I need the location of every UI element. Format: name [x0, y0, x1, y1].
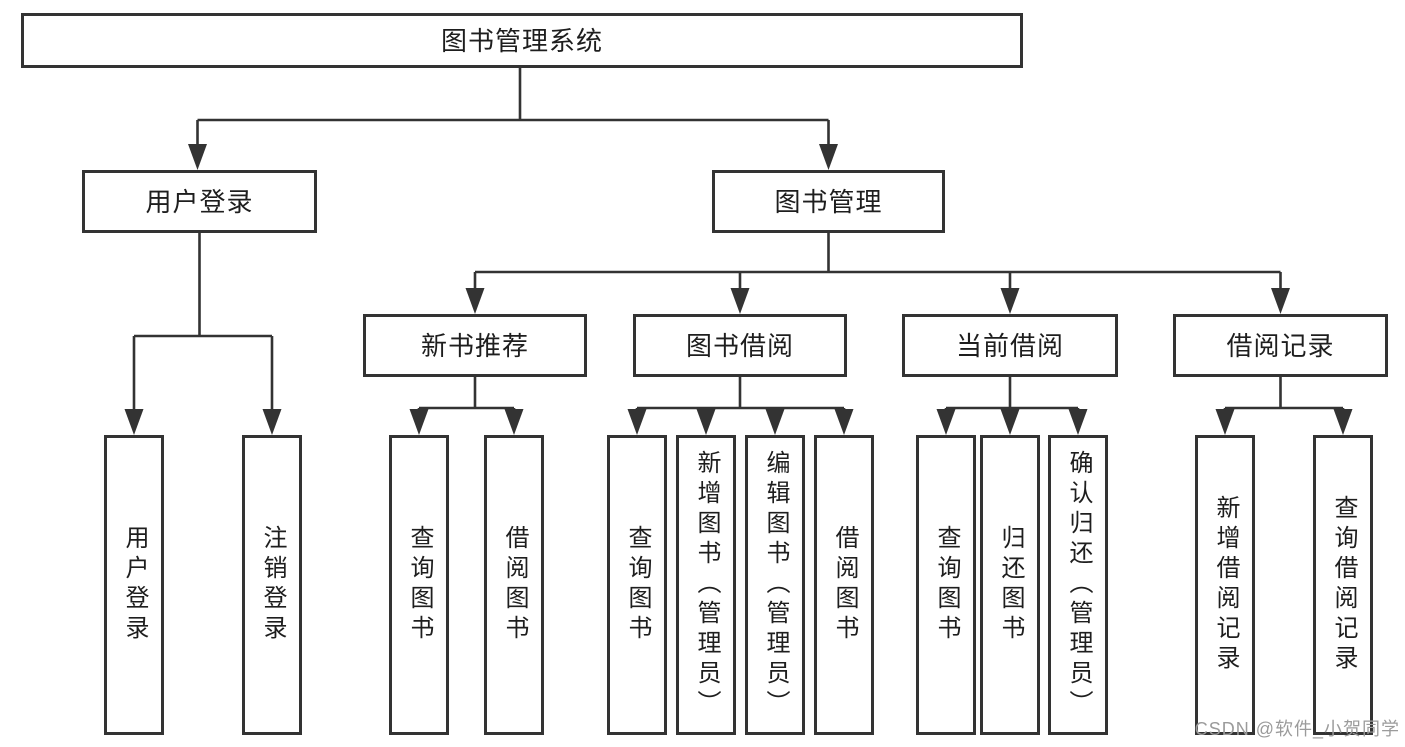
node-borrowing-records: 借阅记录	[1173, 314, 1388, 377]
node-label: 图书管理	[774, 186, 883, 217]
node-book-management: 图书管理	[712, 170, 945, 233]
node-book-borrowing: 图书借阅	[633, 314, 847, 377]
leaf-label: 归还图书	[997, 525, 1024, 645]
node-label: 新书推荐	[420, 330, 529, 361]
node-label: 图书管理系统	[440, 25, 603, 56]
leaf-label: 借阅图书	[501, 525, 528, 645]
leaf-label: 查询图书	[406, 525, 433, 645]
node-new-book-recommend: 新书推荐	[363, 314, 587, 377]
node-label: 借阅记录	[1226, 330, 1335, 361]
leaf-logout: 注销登录	[242, 435, 302, 735]
leaf-query-books-borrowing: 查询图书	[607, 435, 667, 735]
csdn-watermark: CSDN @软件_小贺同学	[1194, 719, 1400, 739]
leaf-user-login: 用户登录	[104, 435, 164, 735]
node-label: 当前借阅	[955, 330, 1064, 361]
leaf-edit-books-admin: 编辑图书（管理员）	[745, 435, 805, 735]
leaf-label: 编辑图书（管理员）	[762, 450, 789, 720]
node-label: 图书借阅	[685, 330, 794, 361]
leaf-borrow-books-borrowing: 借阅图书	[814, 435, 874, 735]
node-user-login: 用户登录	[82, 170, 317, 233]
leaf-label: 借阅图书	[831, 525, 858, 645]
node-current-borrowing: 当前借阅	[902, 314, 1118, 377]
node-library-management-system: 图书管理系统	[21, 13, 1023, 68]
leaf-label: 新增借阅记录	[1212, 495, 1239, 675]
leaf-label: 查询图书	[933, 525, 960, 645]
leaf-label: 用户登录	[121, 525, 148, 645]
leaf-label: 注销登录	[259, 525, 286, 645]
leaf-label: 确认归还（管理员）	[1065, 450, 1092, 720]
leaf-query-borrow-record: 查询借阅记录	[1313, 435, 1373, 735]
leaf-borrow-books-recommend: 借阅图书	[484, 435, 544, 735]
leaf-query-books-recommend: 查询图书	[389, 435, 449, 735]
leaf-confirm-return-admin: 确认归还（管理员）	[1048, 435, 1108, 735]
leaf-label: 查询借阅记录	[1330, 495, 1357, 675]
leaf-add-borrow-record: 新增借阅记录	[1195, 435, 1255, 735]
node-label: 用户登录	[145, 186, 254, 217]
leaf-return-books: 归还图书	[980, 435, 1040, 735]
leaf-label: 新增图书（管理员）	[693, 450, 720, 720]
leaf-add-books-admin: 新增图书（管理员）	[676, 435, 736, 735]
leaf-query-books-current: 查询图书	[916, 435, 976, 735]
arrowheads	[124, 144, 1353, 435]
leaf-label: 查询图书	[624, 525, 651, 645]
